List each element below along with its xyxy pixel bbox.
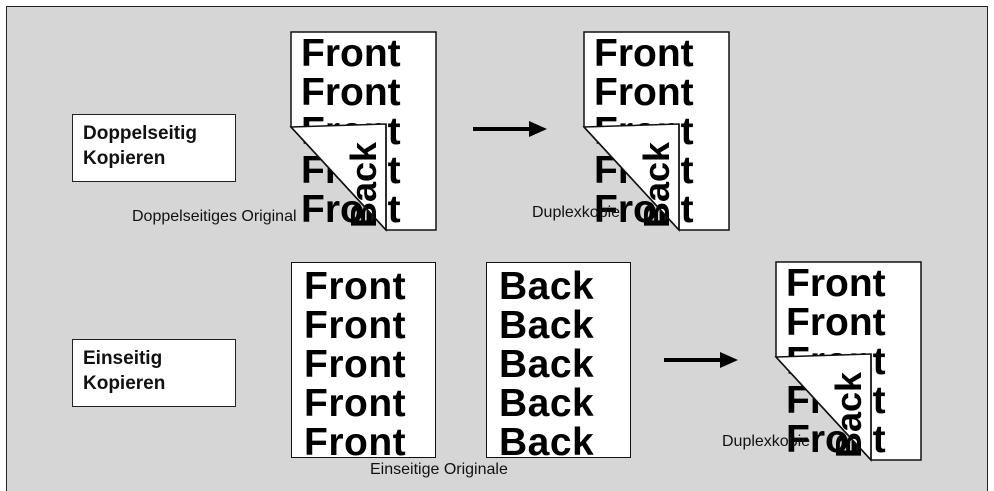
back-sheet-line: Back [499, 382, 595, 425]
row1-arrow-icon [473, 121, 547, 137]
front-sheet-line: Front [304, 304, 407, 347]
duplex-sheet-fold-edge [290, 124, 387, 231]
duplex-sheet-front-line: Front [301, 71, 401, 114]
simplex-mode-label-line-1: Einseitig [83, 348, 163, 369]
duplex-sheet-front-line: Front [786, 301, 886, 344]
front-original-sheet: Front Front Front Front Front [291, 262, 436, 462]
duplex-copy-caption-row2: Duplexkopie [722, 433, 811, 450]
simplex-mode-label-line-2: Kopieren [83, 373, 166, 394]
back-sheet-line: Back [499, 421, 595, 464]
duplex-mode-label: Doppelseitig Kopieren [72, 114, 236, 182]
duplex-mode-label-line-1: Doppelseitig [83, 123, 198, 144]
row2-arrow-icon [664, 352, 738, 368]
back-sheet-line: Back [499, 343, 595, 386]
duplex-sheet-front-line: Front [301, 32, 401, 75]
duplex-sheet-front-line: Front [594, 32, 694, 75]
back-sheet-line: Back [499, 304, 595, 347]
front-sheet-line: Front [304, 421, 407, 464]
front-sheet-line: Front [304, 265, 407, 308]
duplex-sheet-front-line: Front [594, 71, 694, 114]
duplex-mode-label-line-2: Kopieren [83, 148, 166, 169]
duplex-sheet-fold-edge [583, 124, 680, 231]
duplex-original-caption: Doppelseitiges Original [132, 208, 297, 225]
duplex-sheet-front-line: Front [786, 262, 886, 305]
front-sheet-line: Front [304, 382, 407, 425]
duplex-copy-caption-row1: Duplexkopie [532, 204, 621, 221]
duplex-sheet-fold-edge [775, 354, 872, 461]
duplex-sheet-back-text: Back [636, 141, 677, 228]
duplex-sheet-back-text: Back [828, 371, 869, 458]
simplex-mode-label: Einseitig Kopieren [72, 339, 236, 407]
back-sheet-line: Back [499, 265, 595, 308]
back-original-sheet: Back Back Back Back Back [486, 262, 631, 462]
duplex-sheet-back-text: Back [343, 141, 384, 228]
front-sheet-line: Front [304, 343, 407, 386]
simplex-originals-caption: Einseitige Originale [370, 461, 508, 478]
